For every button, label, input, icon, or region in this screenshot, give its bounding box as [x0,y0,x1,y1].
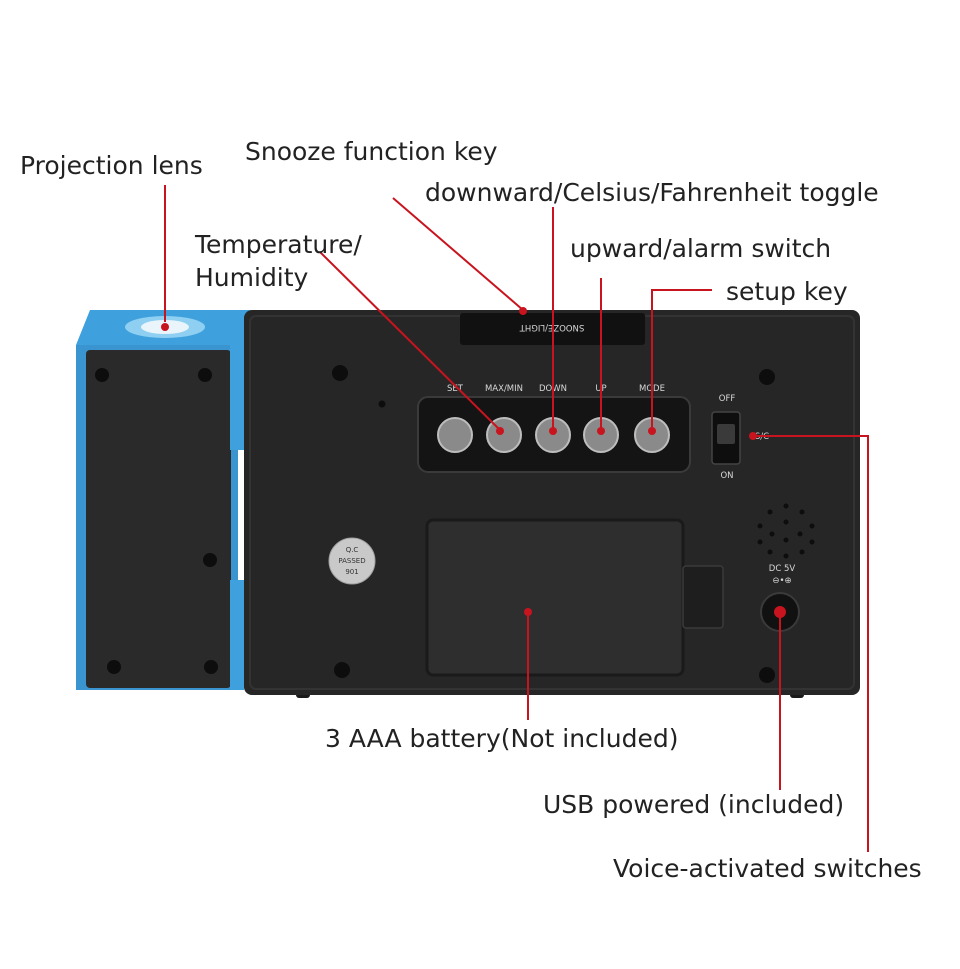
microphone-hole [378,400,386,408]
switch-off-label: OFF [719,394,736,404]
pointer-voice-switch [753,435,869,852]
projector-edge-blue [230,320,244,450]
main-body: SNOOZE/LIGHT SET MAX/MIN DOWN UP MODE OF… [244,310,860,698]
label-down-toggle: downward/Celsius/Fahrenheit toggle [425,178,879,207]
screw-hole [107,660,121,674]
screw-hole [759,667,775,683]
screw-hole [759,369,775,385]
dc-polarity: ⊖•⊕ [772,576,791,586]
qc-text-2: PASSED [338,557,365,565]
projector-module [76,310,250,690]
dc-label: DC 5V [769,564,796,574]
label-projection-lens: Projection lens [20,151,203,180]
screw-hole [334,662,350,678]
label-up-alarm: upward/alarm switch [570,234,832,263]
button-label-max-min: MAX/MIN [485,384,523,394]
callout-pointers [164,185,869,852]
pointer-dots [496,307,757,616]
switch-on-label: ON [720,471,733,481]
label-temperature: Temperature/ [195,230,362,259]
button-label-set: SET [447,384,464,394]
label-voice-switch: Voice-activated switches [613,854,922,883]
snooze-bar-text: SNOOZE/LIGHT [519,322,584,332]
lens-pointer-dot [161,323,169,331]
screw-hole [198,368,212,382]
qc-text-3: 901 [345,568,358,576]
screw-hole [95,368,109,382]
label-snooze-key: Snooze function key [245,137,498,166]
qc-text-1: Q.C [346,546,359,554]
projector-edge-blue-lower [230,580,244,690]
qc-sticker [328,537,376,585]
speaker-grille [757,503,815,559]
pointer-temperature-humidity [319,251,501,431]
set-button[interactable] [437,417,473,453]
battery-cover[interactable] [425,518,685,677]
label-usb: USB powered (included) [543,790,845,819]
screw-hole [203,553,217,567]
screw-hole [332,365,348,381]
battery-latch[interactable] [682,565,724,629]
screw-hole [204,660,218,674]
pointer-snooze-key [392,197,524,311]
projector-back-panel [86,350,231,688]
label-setup-key: setup key [726,277,848,306]
label-battery: 3 AAA battery(Not included) [325,724,679,753]
voice-switch-knob[interactable] [717,424,735,444]
label-humidity: Humidity [195,263,309,292]
dc-jack-pin [774,606,786,618]
pointer-setup-key [651,289,712,428]
